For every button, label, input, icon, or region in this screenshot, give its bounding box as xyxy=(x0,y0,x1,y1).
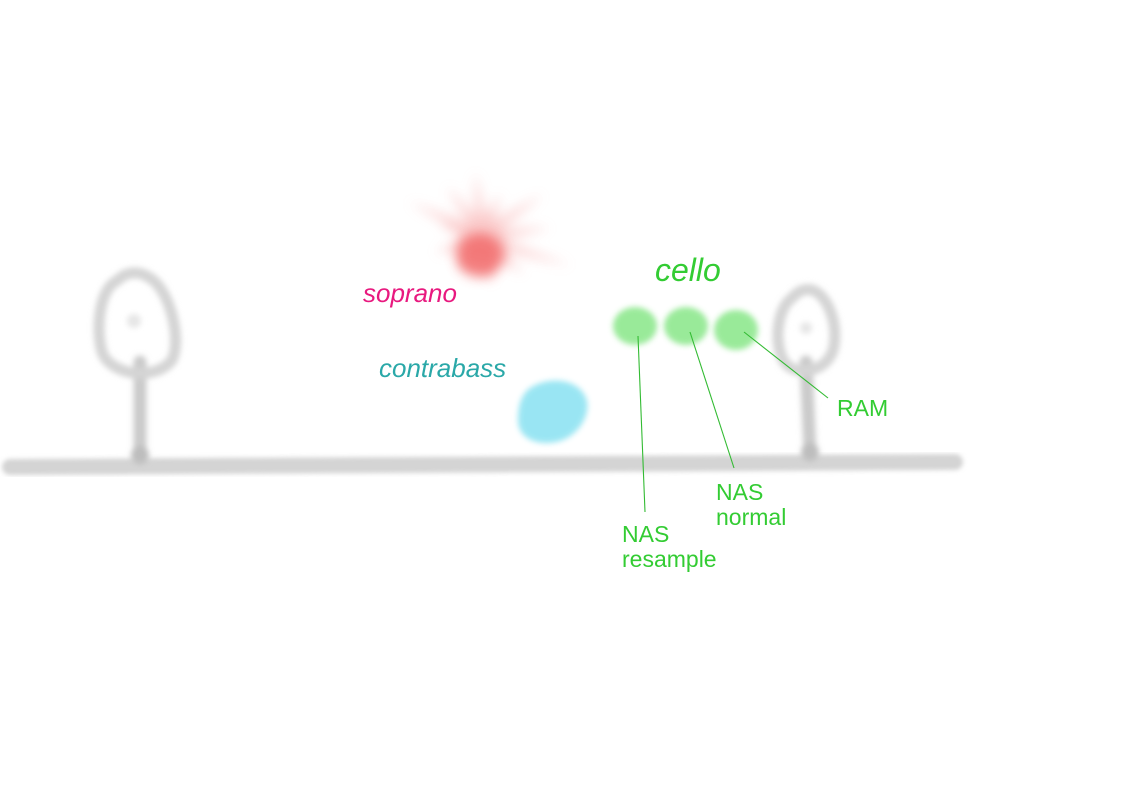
nas-normal-label-line2: normal xyxy=(716,504,786,530)
cello-label: cello xyxy=(655,252,721,288)
nas-resample-label-line1: NAS xyxy=(622,521,669,547)
nas-resample-label-line2: resample xyxy=(622,546,717,572)
cello-sound-blobs xyxy=(613,307,758,350)
nas-normal-label-line1: NAS xyxy=(716,479,763,505)
soprano-label: soprano xyxy=(363,278,457,308)
cello-blob-ram xyxy=(714,310,758,350)
cello-blob-nas-normal xyxy=(664,307,708,345)
cello-leader-lines xyxy=(637,331,829,513)
leader-ram xyxy=(743,331,829,399)
left-tree-icon xyxy=(93,267,181,464)
contrabass-label: contrabass xyxy=(379,353,506,383)
leader-nas-resample xyxy=(637,335,646,513)
cello-blob-nas-resample xyxy=(613,307,657,345)
ram-label: RAM xyxy=(837,395,888,421)
right-tree-icon xyxy=(772,284,841,461)
leader-nas-normal xyxy=(689,331,735,469)
contrabass-sound-blob xyxy=(518,380,588,444)
soprano-sound-blob xyxy=(408,172,572,284)
